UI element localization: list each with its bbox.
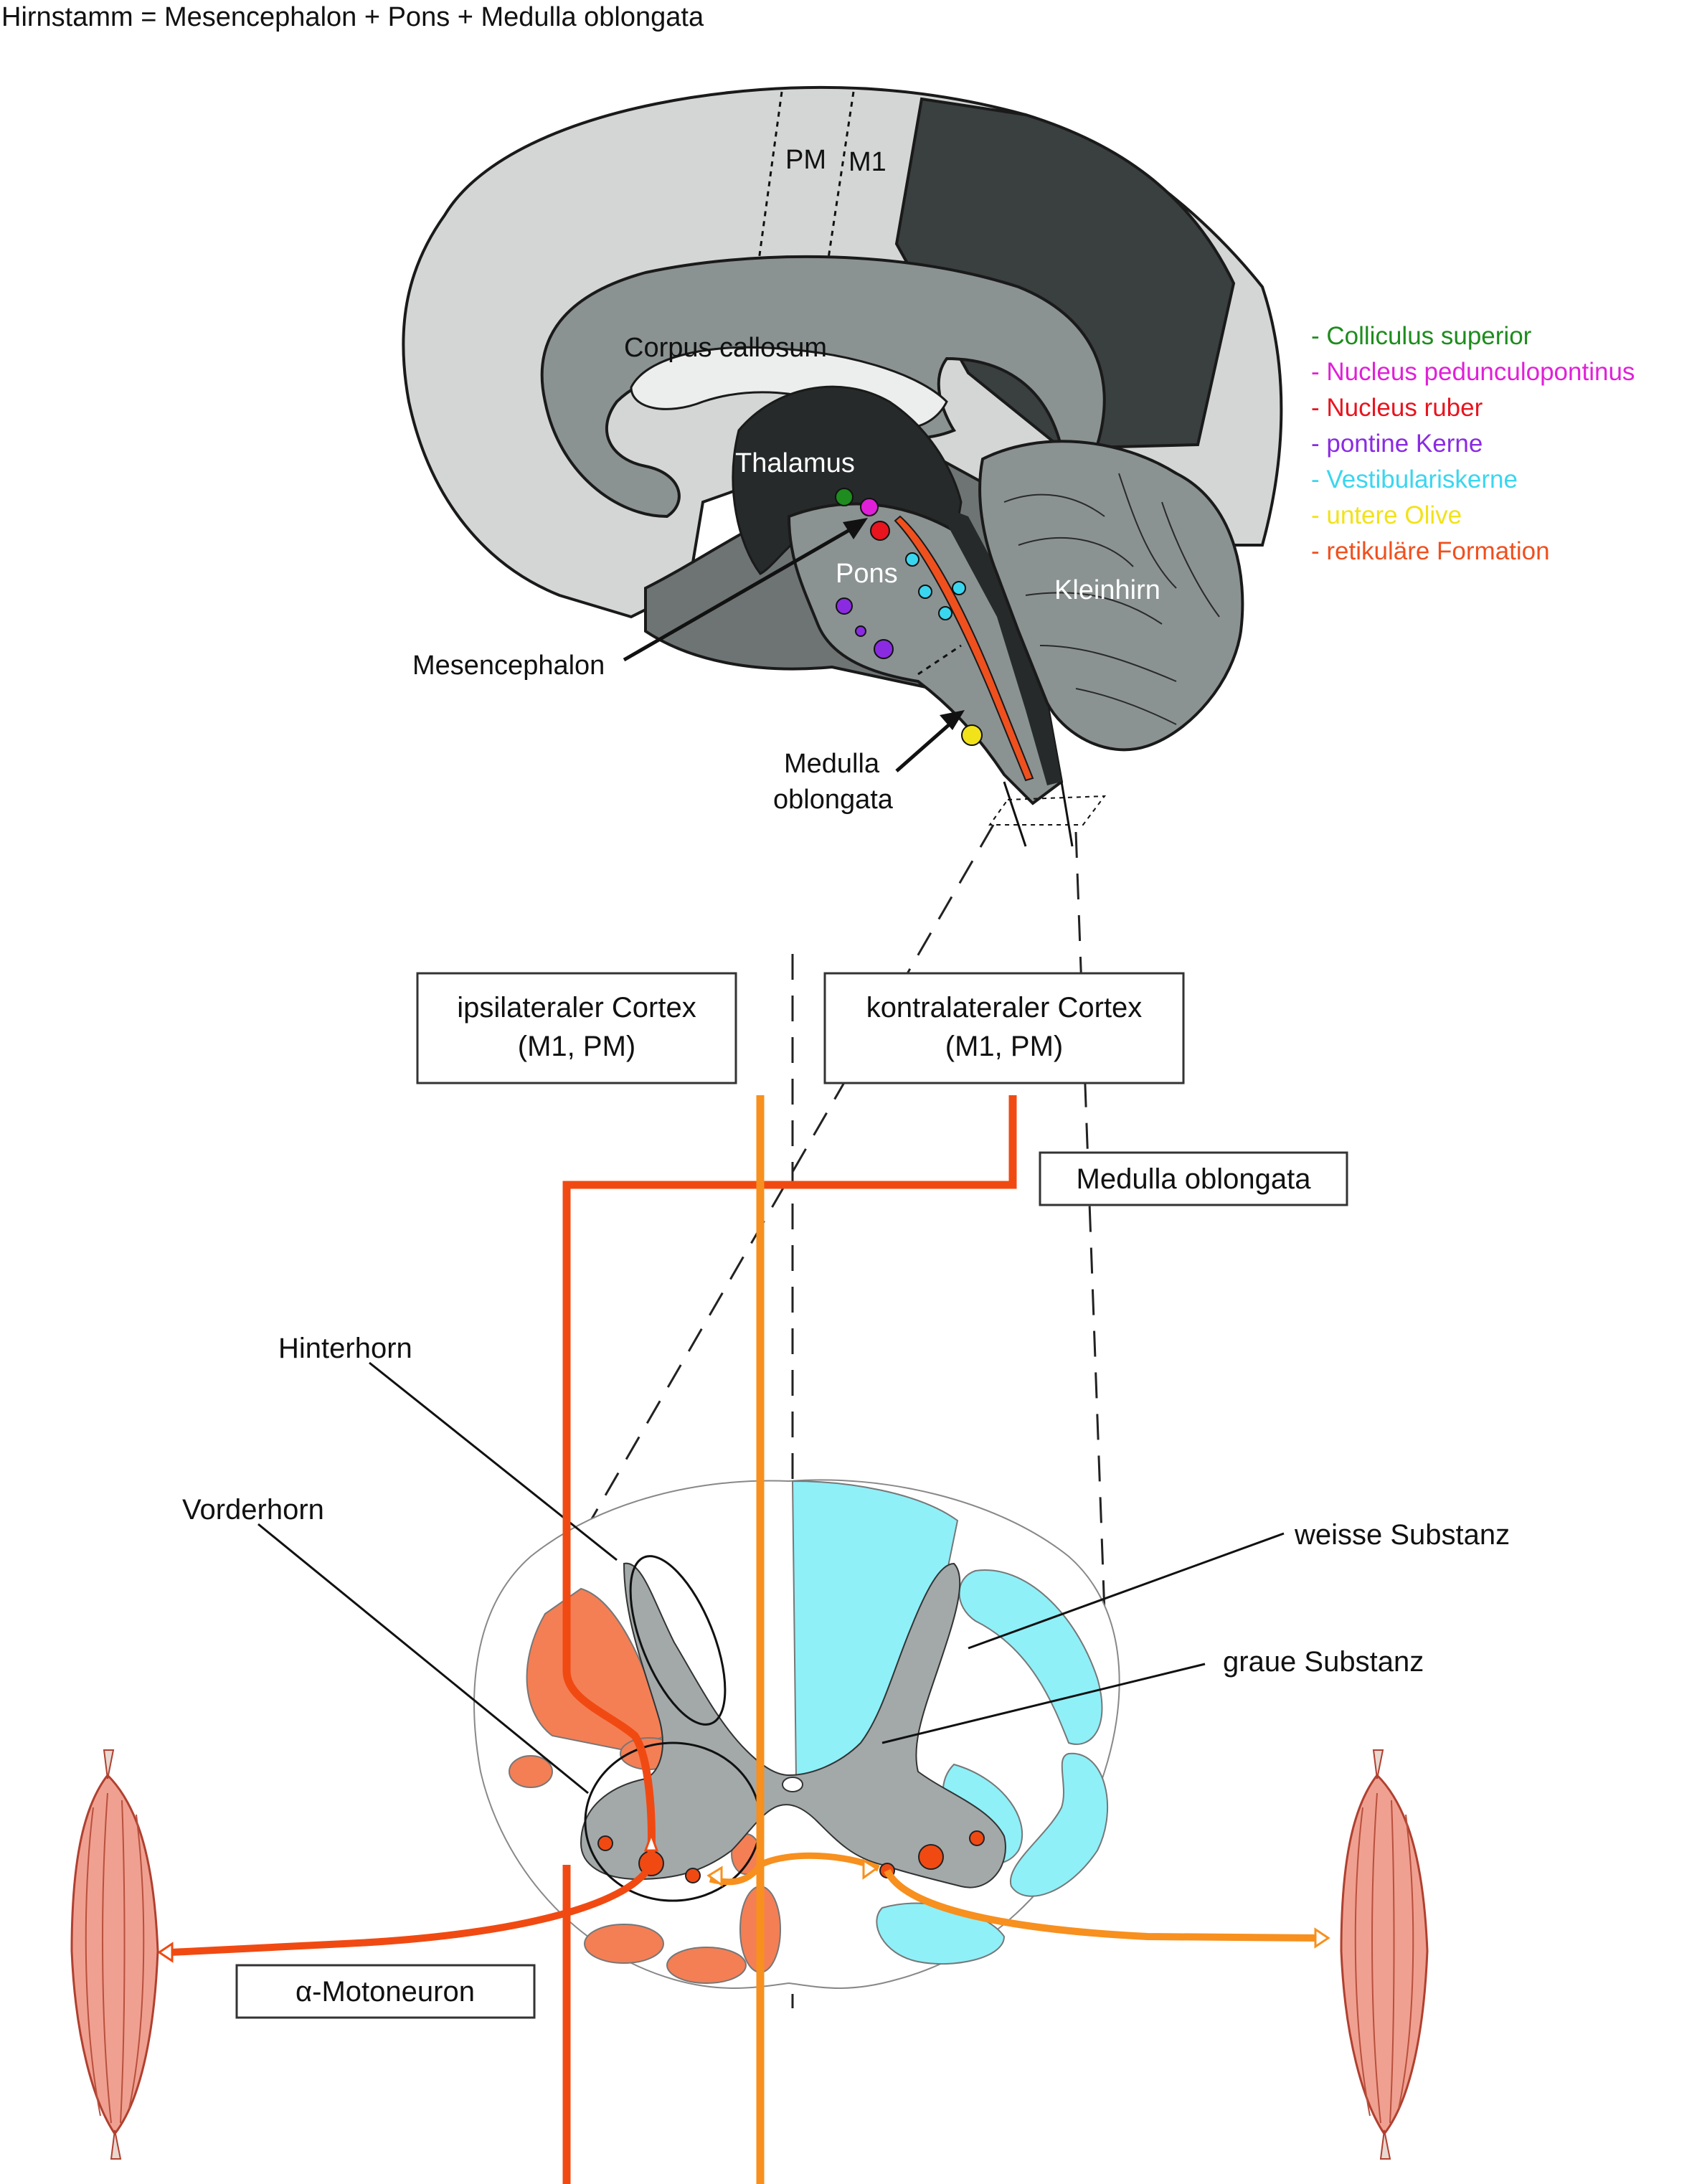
legend-item-4: - Vestibulariskerne [1311,465,1518,493]
colliculus-superior-dot [835,488,854,506]
pontine-dot-3 [874,639,894,659]
spinal-cord-section [257,1361,1285,1989]
medulla-oblongata-box-label: Medulla oblongata [1077,1163,1312,1195]
graue-leader [881,1663,1206,1744]
mesencephalon-arrow [623,521,862,662]
vorderhorn-label: Vorderhorn [182,1494,324,1526]
legend-item-5: - untere Olive [1311,501,1462,529]
m1-border-line [827,91,855,259]
orange-synapse-right [862,1858,879,1880]
medulla-oblongata-box [1039,1151,1348,1206]
orange-motor-axon [884,1868,1317,1942]
weisse-leader [968,1532,1285,1650]
vestibular-dot-1 [905,552,919,567]
nucleus-pedunculopontinus-dot [860,498,879,516]
legend-item-2: - Nucleus ruber [1311,394,1483,422]
hinterhorn-label: Hinterhorn [278,1333,412,1364]
cerebellum-folia [1003,473,1220,725]
legend-item-0: - Colliculus superior [1311,322,1532,350]
red-synapse-terminal [643,1831,659,1852]
kontralateral-cortex-box [823,972,1185,1084]
kontralateral-cortex-line2: (M1, PM) [945,1031,1063,1062]
nuclei-legend: - Colliculus superior - Nucleus pedunculo… [1311,322,1635,565]
ventral-tract-right-1 [1009,1752,1109,1897]
ipsilateral-cortex-box [416,972,737,1084]
untere-olive-dot [961,724,983,746]
corticospinal-path-red [562,1095,1017,1855]
nucleus-ruber-dot [870,521,890,541]
gray-matter [580,1562,1006,1888]
orange-nmj-terminal [1314,1927,1330,1949]
pm-border-line [755,91,783,277]
legend-item-3: - pontine Kerne [1311,430,1483,458]
brain-sagittal: Thalamus Pons Kleinhirn [402,85,1283,847]
motoneuron-label: α-Motoneuron [296,1976,475,2008]
orange-synapse-left [706,1866,723,1887]
medulla-label-line1: Medulla [784,749,880,779]
pontine-dot-2 [855,625,866,637]
section-plane [988,795,1107,826]
thalamus-label: Thalamus [735,448,855,478]
neuron-right-2 [918,1844,944,1870]
reticular-formation-stripe [894,515,1034,782]
mesencephalon-arrowhead [843,518,868,539]
mesencephalon-label: Mesencephalon [412,651,605,681]
red-motor-axon [170,1861,655,1956]
tract-left-oval-3 [666,1947,747,1984]
pm-label: PM [785,145,826,175]
spinal-cord-stub [1003,781,1074,847]
pons-label: Pons [836,559,898,589]
neuron-right-3 [969,1830,985,1846]
graue-substanz-label: graue Substanz [1223,1646,1424,1678]
cerebellum [978,440,1244,752]
medulla-arrowhead [940,710,965,730]
pons-medulla-border [917,644,962,676]
neuron-left-1 [597,1835,613,1851]
page-title: Hirnstamm = Mesencephalon + Pons + Medul… [1,2,704,32]
medulla-arrow [895,716,959,772]
hinterhorn-outline [629,1555,727,1726]
lateral-tract-right [958,1569,1103,1745]
fourth-ventricle [911,495,1062,785]
muscle-right [1340,1749,1429,2160]
muscle-left [70,1749,159,2160]
legend-item-1: - Nucleus pedunculopontinus [1311,358,1635,386]
m1-label: M1 [848,147,887,177]
vestibular-dot-2 [918,585,932,599]
central-canal [782,1777,803,1792]
legend-item-6: - retikuläre Formation [1311,537,1550,565]
vorderhorn-leader [257,1523,589,1795]
vestibular-dot-4 [952,581,966,595]
medulla-label-line2: oblongata [773,785,894,815]
tract-left-oval-6 [509,1755,553,1788]
neuron-left-3 [685,1868,701,1883]
hinterhorn-leader [369,1361,618,1561]
ipsilateral-cortex-line1: ipsilateraler Cortex [457,992,696,1024]
motoneuron-box [235,1964,536,2019]
kleinhirn-label: Kleinhirn [1054,575,1160,605]
ipsilateral-cortex-line2: (M1, PM) [518,1031,635,1062]
vestibular-dot-3 [938,606,952,620]
kontralateral-cortex-line1: kontralateraler Cortex [866,992,1143,1024]
pontine-dot-1 [836,597,853,615]
weisse-substanz-label: weisse Substanz [1294,1519,1510,1551]
tract-left-oval-2 [584,1924,664,1964]
corpus-callosum-label: Corpus callosum [624,333,827,363]
red-nmj-terminal [157,1942,174,1963]
